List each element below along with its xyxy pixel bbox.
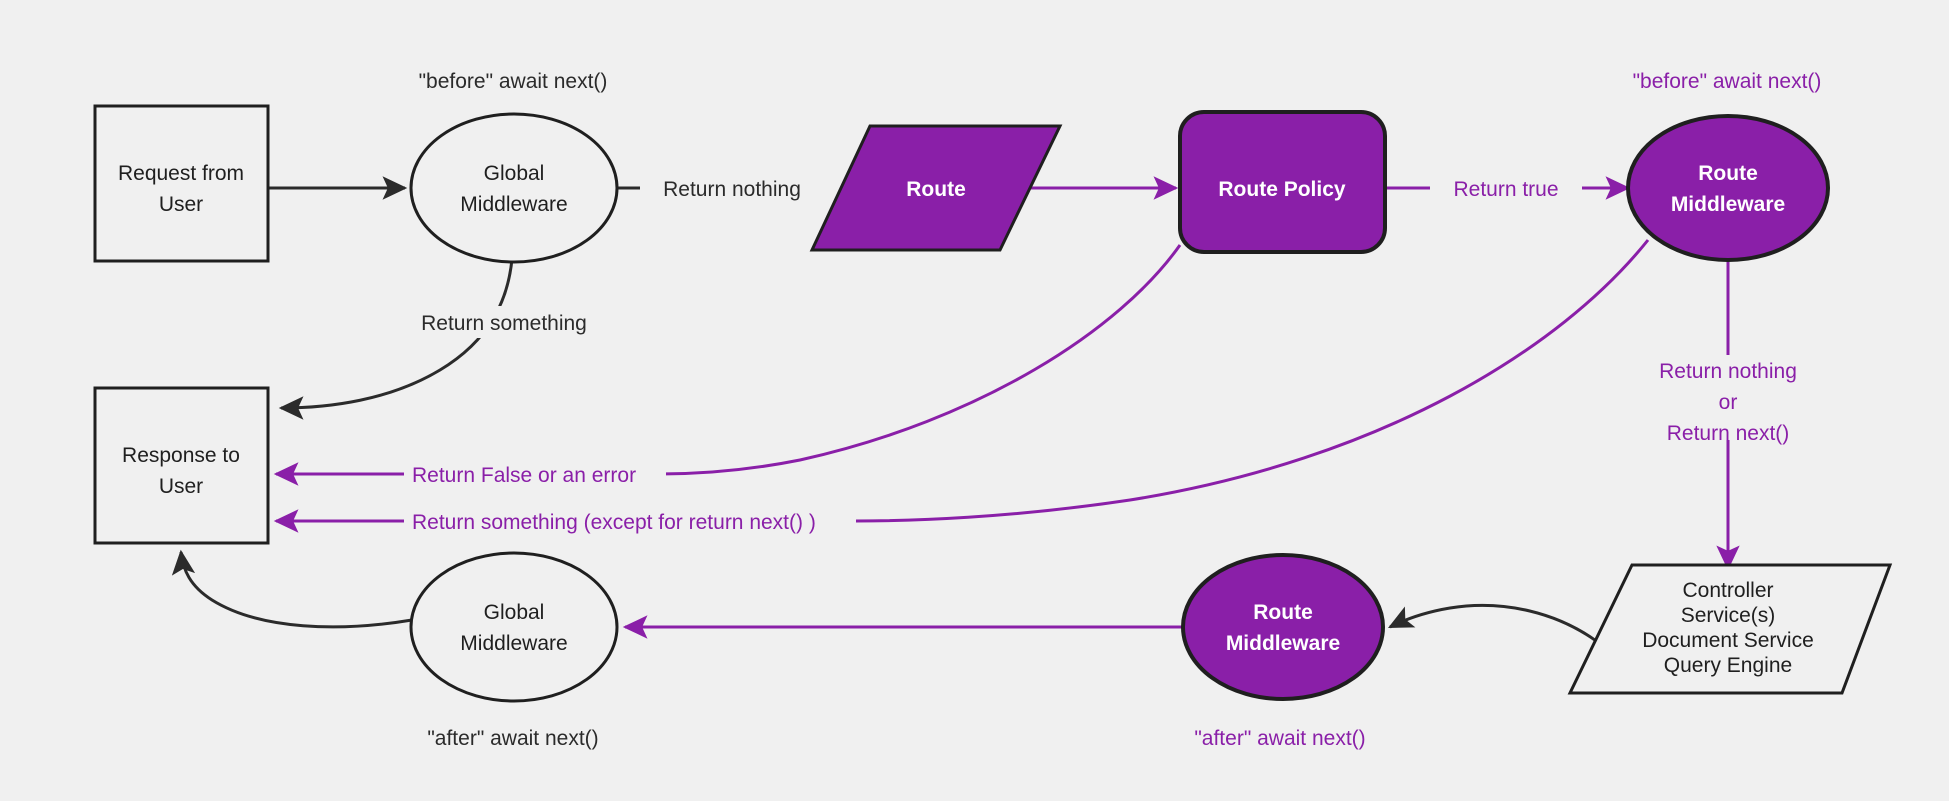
- node-controller[interactable]: Controller Service(s) Document Service Q…: [1567, 563, 1893, 695]
- edge-route-policy-return-false: [659, 244, 1182, 476]
- label-bg-return-nothing: [640, 172, 824, 202]
- route-label: Route: [906, 178, 966, 201]
- node-response-to-user[interactable]: Response to User: [93, 386, 270, 545]
- node-route-middleware-top[interactable]: Route Middleware: [1626, 114, 1830, 262]
- route-middleware-top-line1: Route: [1698, 162, 1758, 185]
- controller-line4: Query Engine: [1664, 654, 1792, 677]
- global-middleware-top-line1: Global: [484, 162, 545, 185]
- response-to-user-line1: Response to: [122, 444, 240, 467]
- label-return-nothing-or-next-line3: Return next(): [1667, 422, 1790, 445]
- label-return-false-or-error: Return False or an error: [412, 464, 636, 487]
- node-route[interactable]: Route: [809, 124, 1063, 252]
- controller-line2: Service(s): [1681, 604, 1776, 627]
- label-return-something-except: Return something (except for return next…: [412, 511, 816, 534]
- edge-global-middleware-return-something: [278, 258, 514, 420]
- label-return-something-top: Return something: [421, 312, 587, 335]
- annotation-after-await-next-route: "after" await next(): [1194, 727, 1365, 750]
- node-global-middleware-top[interactable]: Global Middleware: [409, 112, 619, 264]
- controller-line1: Controller: [1682, 579, 1773, 602]
- annotation-before-await-next-global: "before" await next(): [419, 70, 608, 93]
- edge-route-middleware-return-something-except: [854, 239, 1650, 523]
- node-request-from-user[interactable]: Request from User: [93, 104, 270, 263]
- label-return-nothing: Return nothing: [663, 178, 801, 201]
- node-route-policy[interactable]: Route Policy: [1178, 110, 1387, 254]
- response-to-user-line2: User: [159, 475, 203, 498]
- route-middleware-bottom-line1: Route: [1253, 601, 1313, 624]
- label-return-true: Return true: [1453, 178, 1558, 201]
- annotation-after-await-next-global: "after" await next(): [427, 727, 598, 750]
- route-middleware-bottom-line2: Middleware: [1226, 632, 1340, 655]
- node-global-middleware-bottom[interactable]: Global Middleware: [409, 551, 619, 703]
- label-bg-return-true: [1430, 172, 1582, 202]
- edge-controller-to-route-middleware-bottom: [1387, 603, 1609, 652]
- label-bg-return-something-except: [404, 505, 856, 537]
- route-middleware-top-line2: Middleware: [1671, 193, 1785, 216]
- global-middleware-bottom-line1: Global: [484, 601, 545, 624]
- global-middleware-bottom-line2: Middleware: [460, 632, 567, 655]
- annotation-before-await-next-route: "before" await next(): [1633, 70, 1822, 93]
- node-route-middleware-bottom[interactable]: Route Middleware: [1181, 553, 1385, 701]
- label-bg-return-something-top: [404, 306, 630, 338]
- edge-global-middleware-bottom-to-response: [171, 549, 413, 629]
- request-from-user-line1: Request from: [118, 162, 244, 185]
- label-return-nothing-or-next-line1: Return nothing: [1659, 360, 1797, 383]
- route-policy-label: Route Policy: [1218, 178, 1346, 201]
- request-from-user-line2: User: [159, 193, 203, 216]
- label-return-nothing-or-next-line2: or: [1719, 391, 1738, 414]
- global-middleware-top-line2: Middleware: [460, 193, 567, 216]
- controller-line3: Document Service: [1642, 629, 1814, 652]
- label-bg-return-false: [404, 458, 666, 490]
